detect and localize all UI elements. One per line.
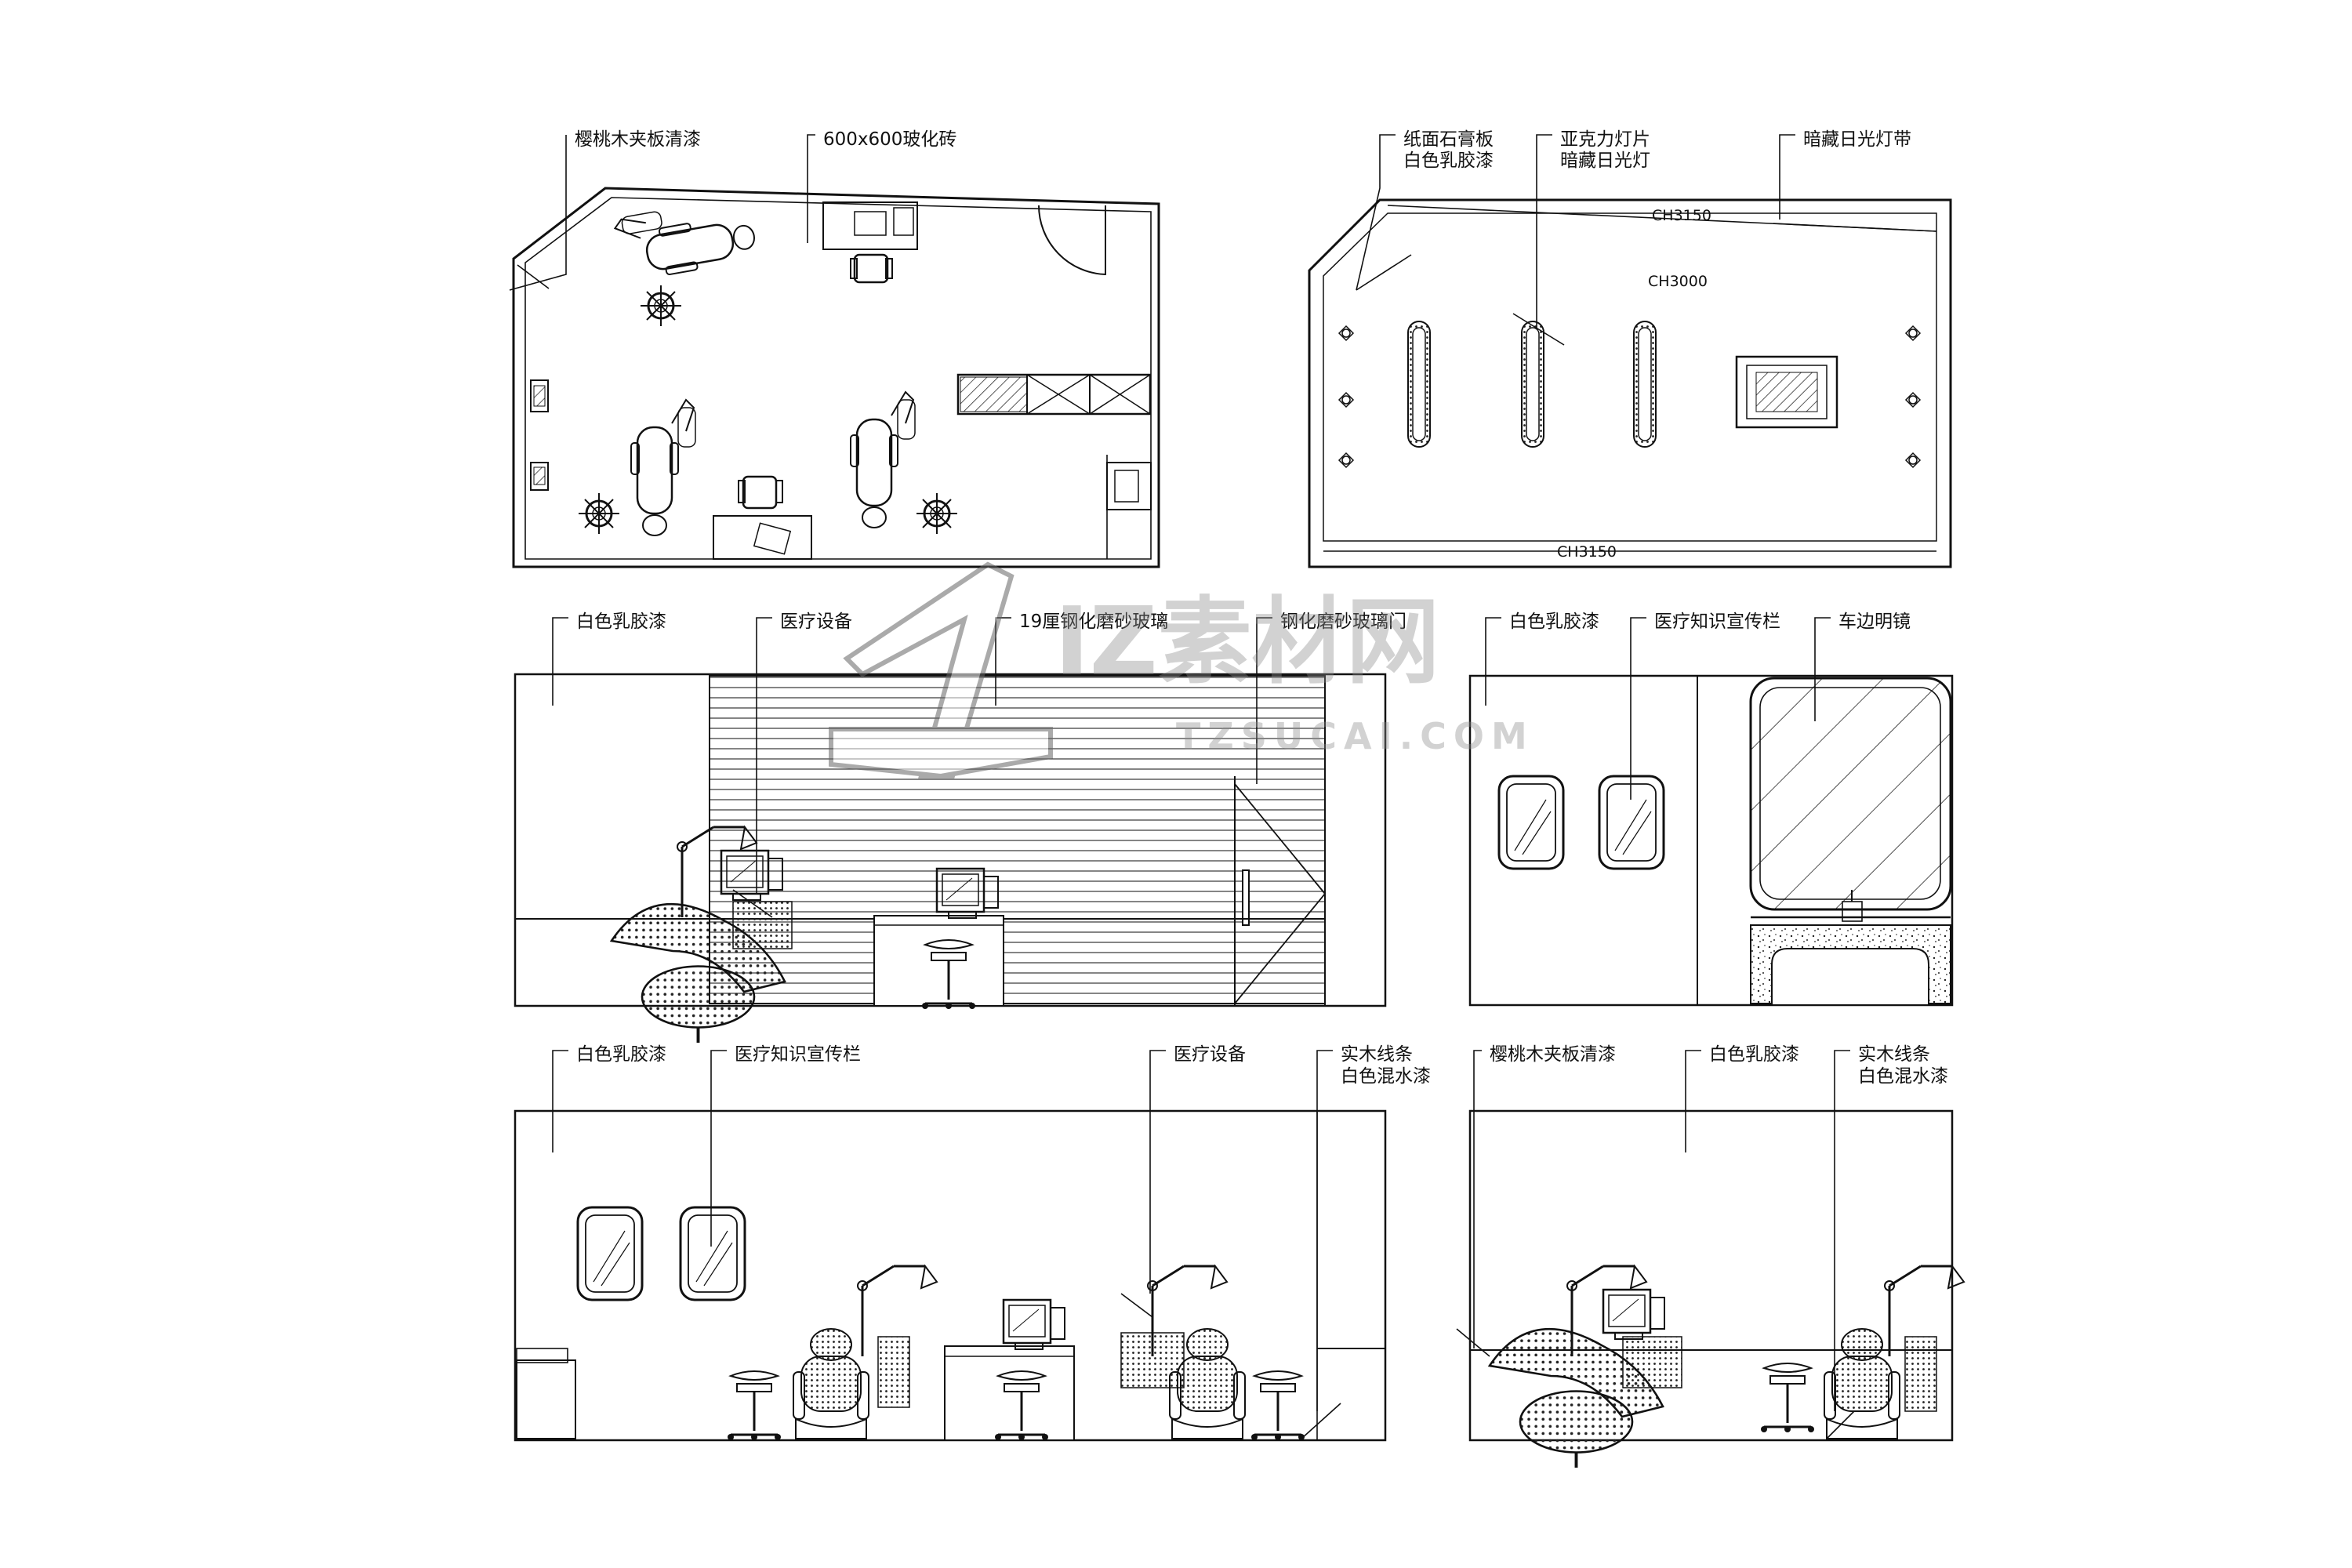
elevation-c-stool-1 xyxy=(726,1370,782,1442)
label-white-paint-d: 白色混水漆 xyxy=(1858,1066,1948,1087)
elevation-d-frame xyxy=(1468,1109,1954,1442)
label-medical-equipment-a: 医疗设备 xyxy=(780,612,852,632)
floor-plan-stool-2 xyxy=(577,492,621,535)
elevation-c-poster-1 xyxy=(576,1206,644,1301)
spotlight xyxy=(1905,452,1921,468)
elevation-c-dental-chair-1 xyxy=(793,1328,869,1439)
spotlight xyxy=(1338,452,1354,468)
elevation-b: 白色乳胶漆 医疗知识宣传栏 车边明镜 xyxy=(1468,612,1954,1007)
ceiling-vent-panel xyxy=(1735,355,1838,429)
elevation-b-poster-1 xyxy=(1497,775,1565,870)
floor-plan-dental-chair-1 xyxy=(612,194,760,284)
label-white-latex-paint: 白色乳胶漆 xyxy=(1403,151,1494,171)
label-medical-equipment-c: 医疗设备 xyxy=(1174,1044,1246,1065)
floor-plan-dental-chair-2 xyxy=(630,398,697,537)
label-wood-molding-d: 实木线条 xyxy=(1858,1044,1930,1065)
label-hidden-light-strip: 暗藏日光灯带 xyxy=(1803,129,1911,150)
elevation-c: 白色乳胶漆 医疗知识宣传栏 医疗设备 实木线条 白色混水漆 xyxy=(514,1044,1431,1442)
label-white-latex-paint-d: 白色乳胶漆 xyxy=(1709,1044,1799,1065)
elevation-b-poster-2 xyxy=(1598,775,1665,870)
elevation-d: 樱桃木夹板清漆 白色乳胶漆 实木线条 白色混水漆 xyxy=(1456,1044,1965,1469)
acrylic-light-3 xyxy=(1633,321,1657,448)
label-cherry-veneer-d: 樱桃木夹板清漆 xyxy=(1490,1044,1616,1065)
elevation-c-desk xyxy=(944,1345,1075,1441)
spotlight xyxy=(1905,325,1921,341)
elevation-c-stool-3 xyxy=(1250,1370,1306,1442)
label-frosted-glass: 19厘钢化磨砂玻璃 xyxy=(1019,612,1168,632)
elevation-d-monitor xyxy=(1602,1288,1666,1341)
elevation-c-monitor xyxy=(1002,1298,1066,1351)
elevation-b-frame xyxy=(1468,674,1954,1007)
floor-plan-stool-3 xyxy=(915,492,959,535)
label-hidden-fluorescent: 暗藏日光灯 xyxy=(1560,151,1650,171)
acrylic-light-1 xyxy=(1407,321,1431,448)
floor-plan-sink xyxy=(1106,462,1152,510)
watermark-brand: IZ素材网 xyxy=(1054,588,1440,697)
label-white-latex-paint-a: 白色乳胶漆 xyxy=(576,612,666,632)
ceiling-height-top: CH3150 xyxy=(1652,207,1711,224)
elevation-c-poster-2 xyxy=(679,1206,746,1301)
label-medical-poster-b: 医疗知识宣传栏 xyxy=(1654,612,1780,632)
ceiling-height-bottom: CH3150 xyxy=(1557,543,1617,561)
label-tile: 600x600玻化砖 xyxy=(823,129,956,150)
label-white-paint-c: 白色混水漆 xyxy=(1341,1066,1431,1087)
watermark-url: TZSUCAI.COM xyxy=(1176,715,1534,757)
spotlight xyxy=(1338,392,1354,408)
spotlight xyxy=(1905,392,1921,408)
watermark: IZ素材网 TZSUCAI.COM xyxy=(829,561,1534,779)
label-medical-poster-c: 医疗知识宣传栏 xyxy=(735,1044,861,1065)
floor-plan-cabinet xyxy=(956,373,1152,416)
label-gypsum-board: 纸面石膏板 xyxy=(1403,129,1494,150)
floor-plan-stool-1 xyxy=(639,284,683,328)
floor-plan: 樱桃木夹板清漆 600x600玻化砖 xyxy=(509,129,1160,568)
ceiling-plan: CH3150 CH3000 CH3150 纸面石膏板 白色乳胶漆 亚克力灯片 暗… xyxy=(1308,129,1952,568)
elevation-d-stool xyxy=(1759,1362,1816,1434)
bevelled-mirror xyxy=(1749,677,1952,911)
floor-plan-desk-bottom xyxy=(713,515,812,560)
label-frosted-glass-door: 钢化磨砂玻璃门 xyxy=(1280,612,1406,632)
label-white-latex-paint-c: 白色乳胶漆 xyxy=(576,1044,666,1065)
label-white-latex-paint-b: 白色乳胶漆 xyxy=(1509,612,1599,632)
floor-plan-office-chair-2 xyxy=(742,475,778,510)
floor-plan-door xyxy=(1038,205,1106,276)
label-cherry-veneer: 樱桃木夹板清漆 xyxy=(575,129,701,150)
floor-plan-dental-chair-3 xyxy=(849,390,916,529)
label-bevelled-mirror: 车边明镜 xyxy=(1838,612,1911,632)
floor-plan-inner-wall xyxy=(524,197,1152,560)
spotlight xyxy=(1338,325,1354,341)
floor-plan-office-chair-1 xyxy=(853,253,889,284)
floor-plan-outer-wall xyxy=(512,187,1160,568)
ceiling-plan-outline xyxy=(1308,198,1952,568)
acrylic-light-2 xyxy=(1521,321,1544,448)
label-acrylic-panel: 亚克力灯片 xyxy=(1560,129,1650,150)
ceiling-height-center: CH3000 xyxy=(1648,273,1708,290)
label-wood-molding-c: 实木线条 xyxy=(1341,1044,1413,1065)
floor-plan-desk-top xyxy=(822,201,918,250)
